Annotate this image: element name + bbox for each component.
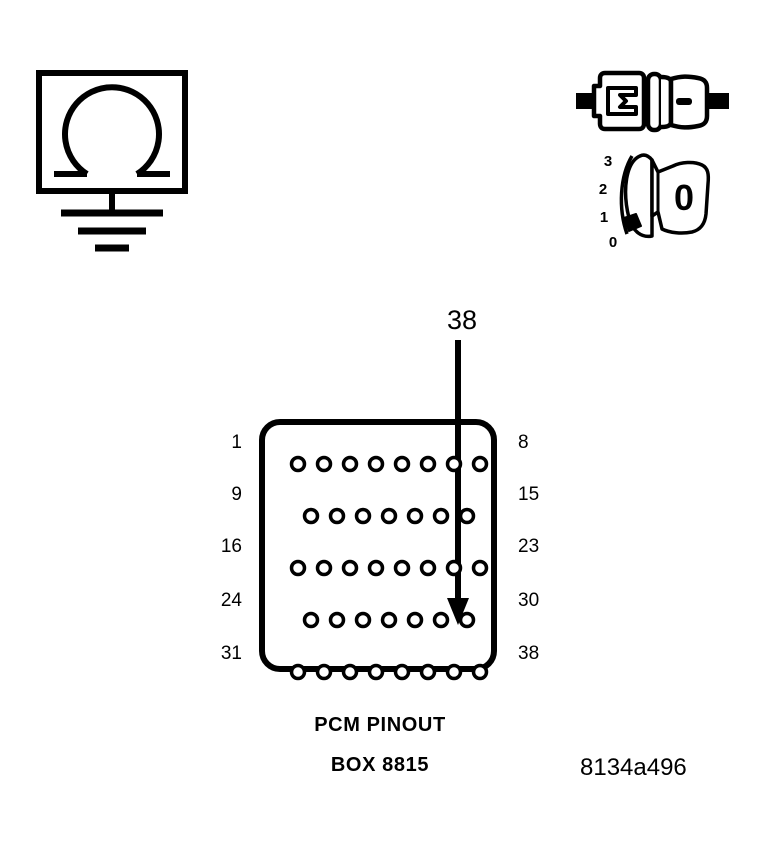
pin-row-label-left-2: 9 [231,484,242,505]
pcm-pin-hole [471,559,489,577]
callout-arrow-head [447,598,469,625]
ignition-key-head [650,158,711,235]
pin-row-label-right-3: 23 [518,536,540,557]
pcm-pin-hole [406,507,424,525]
pcm-pin-hole [458,611,476,629]
pcm-pin-hole [354,611,372,629]
figure-id-label: 8134a496 [580,754,687,781]
ignition-detent-arc [619,155,634,235]
pcm-pin-hole [367,559,385,577]
male-connector-plug [591,70,647,132]
pcm-pin-hole [406,611,424,629]
pcm-pin-hole [445,455,463,473]
pcm-pin-hole [380,507,398,525]
pcm-pin-hole [393,559,411,577]
pcm-pin-hole [367,663,385,681]
pcm-pin-hole [419,663,437,681]
pcm-pin-hole [380,611,398,629]
female-connector-socket [645,71,710,133]
pcm-pin-hole [458,507,476,525]
two-part-electrical-connector [576,66,736,138]
pin-row-label-left-5: 31 [220,643,242,664]
pcm-pin-hole [419,455,437,473]
ignition-position-3: 3 [604,153,612,170]
ignition-key-switch: 3 2 1 0 0 [596,150,726,255]
pcm-pin-hole-highlighted [471,663,489,681]
figure-caption-line-2: BOX 8815 [330,754,430,776]
pcm-pin-hole [328,507,346,525]
pcm-pin-hole [302,611,320,629]
pcm-pin-hole [471,455,489,473]
pcm-pin-hole [445,663,463,681]
pcm-pin-hole [393,455,411,473]
pcm-pin-hole [328,611,346,629]
ohm-meter-symbol [36,70,188,255]
pcm-pin-hole [393,663,411,681]
connector-right-wire [707,93,729,109]
pin-row-label-right-1: 8 [518,432,529,453]
pin-row-label-right-2: 15 [518,484,540,505]
omega-glyph [54,84,170,177]
pin-row-label-right-5: 38 [518,643,540,664]
callout-label-38: 38 [446,305,478,335]
pcm-pin-hole [341,559,359,577]
ignition-position-0: 0 [609,234,617,251]
ignition-position-2: 2 [599,181,607,198]
pcm-pin-hole [432,507,450,525]
pcm-pin-hole [302,507,320,525]
ignition-detent-marker [623,213,642,232]
pin-row-label-left-4: 24 [220,590,242,611]
pcm-pin-hole [341,663,359,681]
pcm-pinout-connector [258,418,498,681]
callout-arrow-to-pin-38 [430,340,494,630]
pcm-pin-hole [445,559,463,577]
figure-caption-line-1: PCM PINOUT [314,714,446,736]
pin-row-label-left-1: 1 [231,432,242,453]
ignition-position-1: 1 [600,209,608,226]
ignition-key-label: 0 [674,177,694,218]
pcm-pin-hole [419,559,437,577]
pcm-pin-hole [315,559,333,577]
pcm-pin-hole [432,611,450,629]
pcm-pin-hole [315,663,333,681]
pcm-pin-hole [354,507,372,525]
pcm-pin-hole [341,455,359,473]
socket-slot-icon [676,98,692,105]
pcm-pin-hole [315,455,333,473]
pcm-pin-hole [289,559,307,577]
connector-left-wire [576,93,594,109]
pcm-pin-hole [367,455,385,473]
pcm-pin-grid [289,455,489,681]
pcm-pin-hole [289,663,307,681]
chassis-ground-symbol [61,209,163,252]
pin-row-label-right-4: 30 [518,590,540,611]
pcm-pin-hole [289,455,307,473]
pin-row-label-left-3: 16 [220,536,242,557]
